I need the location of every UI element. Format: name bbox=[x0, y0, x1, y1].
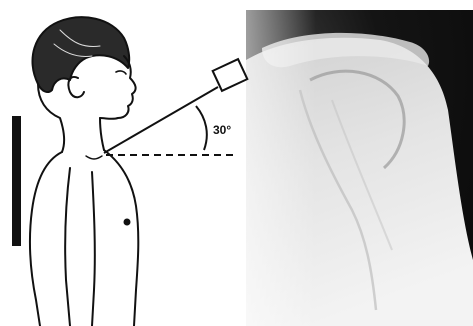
detector-bar bbox=[12, 116, 21, 246]
angle-arc bbox=[196, 106, 207, 150]
back-contour bbox=[30, 152, 62, 326]
beam-line bbox=[104, 87, 218, 153]
hair bbox=[32, 17, 129, 92]
face-profile bbox=[100, 56, 136, 119]
arm-contour bbox=[65, 168, 70, 326]
patient-figure bbox=[30, 17, 138, 326]
shoulder-xray-image bbox=[246, 10, 473, 326]
xray-tube bbox=[213, 59, 248, 91]
chest-contour bbox=[104, 150, 138, 326]
angle-label: 30° bbox=[213, 123, 231, 137]
